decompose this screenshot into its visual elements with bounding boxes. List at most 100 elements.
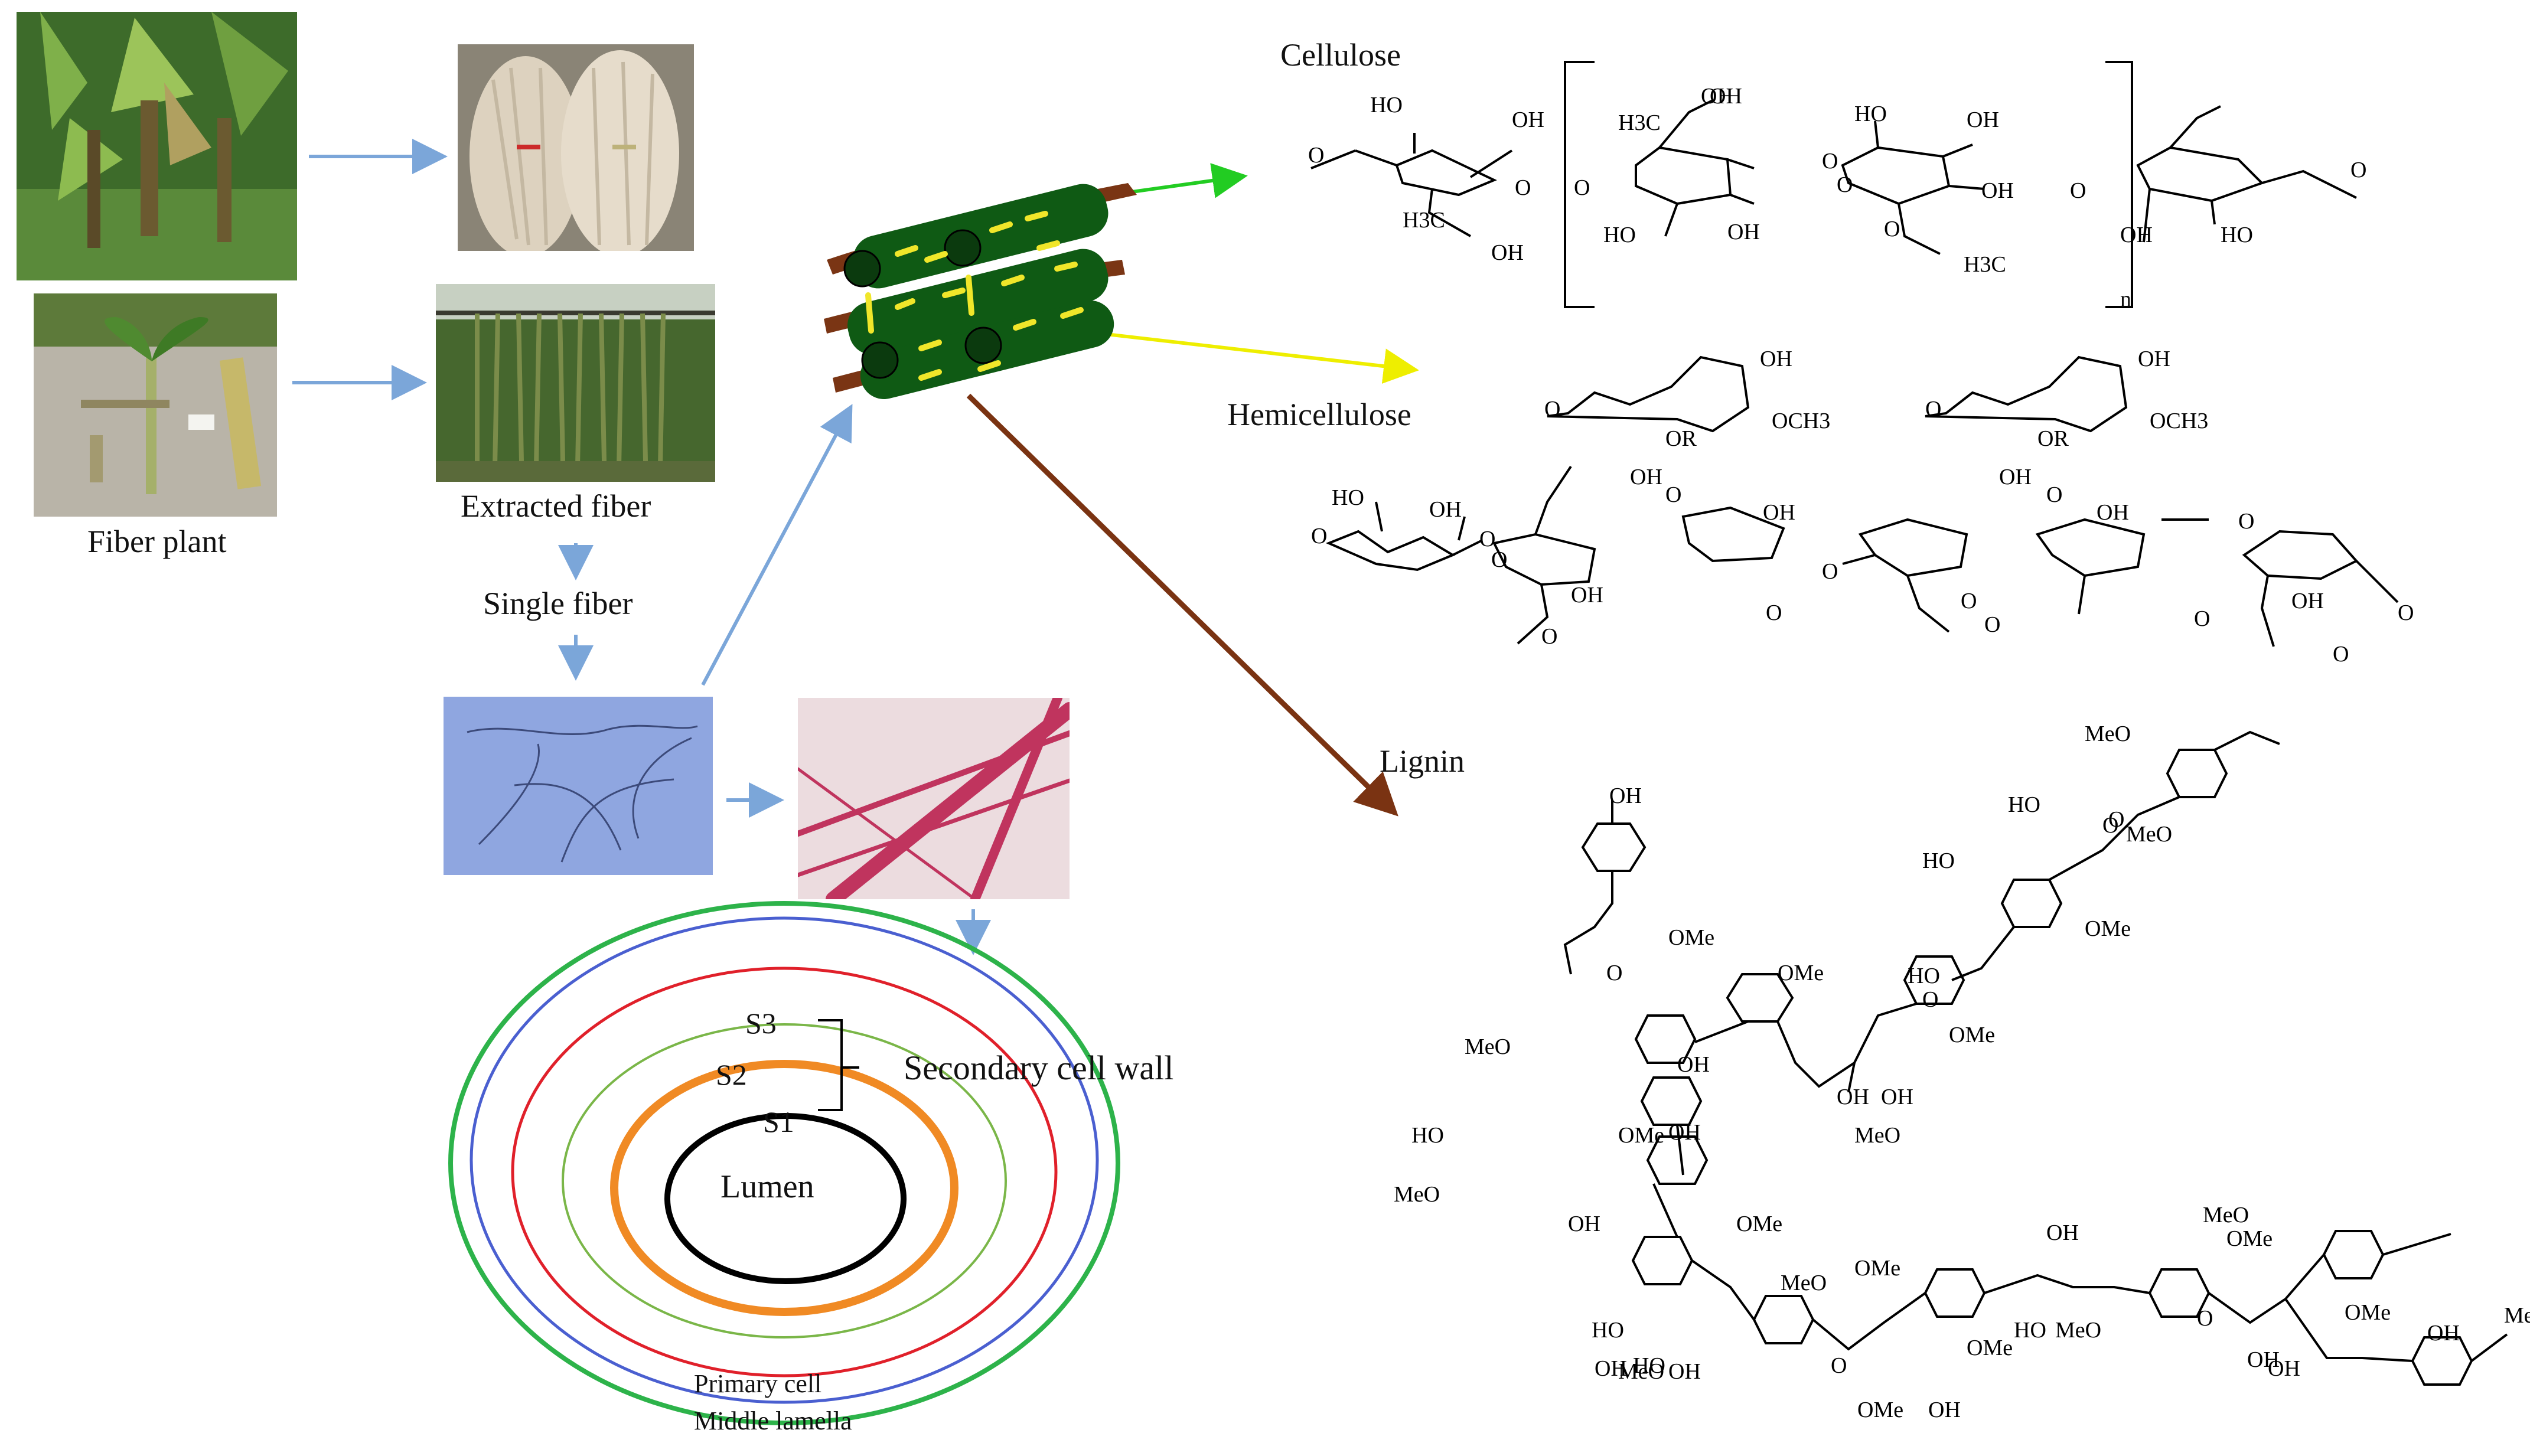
lignin-atom-label: OH [1677, 1052, 1710, 1077]
lignin-atom-label: OH [1837, 1085, 1869, 1109]
lumen-label: Lumen [720, 1168, 814, 1205]
hemicellulose-atom-label: OH [1999, 465, 2032, 489]
lignin-atom-label: HO [1633, 1353, 1665, 1378]
cellulose-label: Cellulose [1280, 37, 1401, 73]
cellulose-atom-label: HO [1370, 93, 1403, 117]
lignin-atom-label: HO [2014, 1318, 2046, 1343]
hemicellulose-atom-label: O [1925, 397, 1941, 422]
lignin-atom-label: OMe [1736, 1212, 1782, 1236]
lignin-atom-label: OMe [2085, 916, 2131, 941]
cellulose-atom-label: O [2070, 178, 2086, 203]
lignin-atom-label: HO [1922, 848, 1955, 873]
s3-label: S3 [745, 1007, 777, 1040]
single-fiber-label: Single fiber [483, 586, 633, 621]
cellulose-atom-label: O [1515, 175, 1531, 200]
lignin-atom-label: OH [2247, 1347, 2280, 1372]
lignin-atom-label: O [2102, 813, 2118, 838]
hemicellulose-atom-label: HO [1332, 485, 1364, 510]
lignin-atom-label: OH [1609, 784, 1642, 808]
lignin-atom-label: MeO [2085, 722, 2131, 746]
hemicellulose-atom-label: OH [1630, 465, 1662, 489]
lignin-atom-label: O [1922, 987, 1938, 1012]
hemicellulose-atom-label: O [1822, 559, 1838, 584]
banana-plantation-photo [17, 12, 297, 280]
lignin-atom-label: O [2197, 1306, 2213, 1331]
lignin-atom-label: MeO [2055, 1318, 2101, 1343]
primary-cell-label: Primary cell [694, 1369, 822, 1398]
lignin-atom-label: OMe [1668, 925, 1714, 950]
cellulose-atom-label: OH [1512, 107, 1544, 132]
lignin-atom-label: OMe [2226, 1226, 2273, 1251]
lignin-atom-label: MeO [2203, 1203, 2249, 1228]
lignin-atom-label: OMe [1618, 1123, 1664, 1148]
lignin-atom-label: OMe [1854, 1256, 1900, 1281]
hemicellulose-atom-label: OCH3 [2150, 409, 2208, 433]
cellulose-atom-label: O [1837, 172, 1853, 197]
cellulose-atom-label: O [1884, 217, 1900, 241]
lignin-atom-label: O [1606, 961, 1622, 985]
cellulose-atom-label: OH [1967, 107, 1999, 132]
lignin-label: Lignin [1380, 743, 1465, 779]
lignin-atom-label: OH [1881, 1085, 1913, 1109]
lignin-atom-label: MeO [1394, 1182, 1440, 1207]
lignin-atom-label: OH [2268, 1356, 2300, 1381]
hemicellulose-atom-label: O [1479, 527, 1495, 551]
cellulose-atom-label: OH [1981, 178, 2014, 203]
extracted-fiber-label: Extracted fiber [461, 488, 651, 524]
hemicellulose-structure [1325, 355, 2399, 647]
lignin-atom-label: OMe [1967, 1336, 2013, 1360]
lignin-atom-label: OMe [1778, 961, 1824, 985]
lignin-atom-label: O [2108, 807, 2124, 832]
cellulose-atom-label: O [2350, 158, 2366, 182]
lignin-atom-label: OH [1668, 1120, 1701, 1145]
cellulose-atom-label: H3C [1964, 252, 2006, 277]
stained-fiber-micrograph-photo [798, 698, 1070, 899]
single-fiber-micrograph-photo [444, 697, 713, 875]
hemicellulose-atom-label: OR [2037, 426, 2069, 451]
lignin-atom-label: OH [1595, 1356, 1627, 1381]
lignin-atom-label: OMe [1949, 1023, 1995, 1047]
lignin-atom-label: HO [1908, 964, 1940, 988]
hemicellulose-atom-label: O [1766, 600, 1782, 625]
hemicellulose-atom-label: O [1984, 612, 2000, 637]
hemicellulose-label: Hemicellulose [1227, 397, 1411, 432]
fiber-plant-label: Fiber plant [87, 524, 227, 559]
lignin-atom-label: HO [2008, 792, 2040, 817]
secondary-wall-brace [818, 1019, 859, 1111]
s1-label: S1 [763, 1105, 794, 1138]
lignin-atom-label: OMe [1857, 1398, 1903, 1422]
cellulose-atom-label: OH [2120, 223, 2153, 247]
cellulose-atom-label: H3C [1618, 110, 1661, 135]
hemicellulose-atom-label: OCH3 [1772, 409, 1830, 433]
cellulose-atom-label: H3C [1403, 208, 1445, 233]
lignin-atom-label: OH [2046, 1220, 2079, 1245]
hemicellulose-atom-label: O [1311, 524, 1327, 549]
middle-lamella-ring [448, 901, 1120, 1425]
lignin-structure [1563, 730, 2508, 1386]
cellulose-atom-label: OH [1727, 220, 1760, 244]
lignin-atom-label: OH [1568, 1212, 1600, 1236]
secondary-cell-wall-label: Secondary cell wall [904, 1049, 1174, 1087]
primary-cell-ring [470, 916, 1099, 1404]
lignin-atom-label: MeO [2504, 1303, 2530, 1328]
hemicellulose-atom-label: OH [1763, 500, 1795, 525]
s1-ring [610, 1060, 958, 1316]
cellulose-atom-label: O [1822, 149, 1838, 174]
micrograph-to-microfibril-arrow [701, 404, 853, 686]
hemicellulose-atom-label: OR [1665, 426, 1697, 451]
cellulose-atom-label: O [1308, 143, 1324, 168]
s2-label: S2 [716, 1058, 747, 1091]
lignin-atom-label: MeO [1618, 1359, 1664, 1384]
cellulose-atom-label: O [1574, 175, 1590, 200]
lignin-atom-label: HO [1411, 1123, 1444, 1148]
hemicellulose-atom-label: OH [2097, 500, 2129, 525]
cellulose-atom-label: OH [1491, 240, 1524, 265]
microfibril-bundle [824, 183, 1137, 399]
hemicellulose-atom-label: OH [1760, 347, 1792, 371]
lignin-atom-label: OMe [2345, 1300, 2391, 1325]
lignin-atom-label: MeO [1781, 1271, 1827, 1295]
hemicellulose-atom-label: OH [2138, 347, 2170, 371]
